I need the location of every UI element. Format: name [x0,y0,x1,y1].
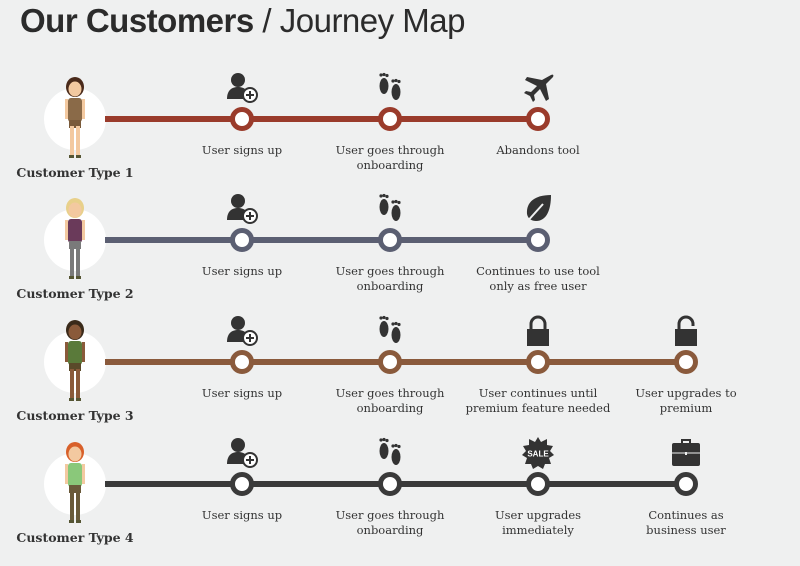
footprints-icon [373,436,407,470]
journey-step-node[interactable] [378,350,402,374]
airplane-icon [521,71,555,105]
step-label: Abandons tool [496,143,580,157]
journey-step-node[interactable] [526,472,550,496]
person-illustration-woman-brown-hair [60,76,90,160]
journey-step-node[interactable] [526,107,550,131]
footprints-icon [373,314,407,348]
add-user-icon [225,192,259,226]
journey-line [105,237,538,243]
title-bold: Our Customers [20,2,254,39]
page-title: Our Customers / Journey Map [20,2,466,40]
add-user-icon [225,71,259,105]
journey-step-node[interactable] [674,350,698,374]
journey-step-node[interactable] [230,472,254,496]
journey-step-node[interactable] [230,228,254,252]
footprints-icon [373,71,407,105]
journey-line [105,116,538,122]
step-label: User signs up [201,143,283,157]
leaf-icon [521,192,555,226]
add-user-icon [225,436,259,470]
lock-open-icon [669,314,703,348]
person-illustration-woman-curly-hair [60,319,90,403]
sale-text: SALE [527,450,549,459]
customer-type-label: Customer Type 4 [16,530,134,545]
journey-step-node[interactable] [526,350,550,374]
add-user-icon [225,314,259,348]
customer-type-label: Customer Type 1 [16,165,134,180]
briefcase-icon [669,436,703,470]
lock-closed-icon [521,314,555,348]
step-label: User signs up [201,386,283,400]
journey-step-node[interactable] [378,472,402,496]
journey-step-node[interactable] [230,350,254,374]
journey-step-node[interactable] [378,107,402,131]
person-illustration-man-red-hair [60,441,90,525]
title-sep: / [253,2,280,39]
journey-step-node[interactable] [378,228,402,252]
journey-step-node[interactable] [230,107,254,131]
footprints-icon [373,192,407,226]
journey-step-node[interactable] [674,472,698,496]
step-label: User signs up [201,264,283,278]
customer-type-label: Customer Type 2 [16,286,134,301]
person-illustration-man-blonde-vest [60,197,90,281]
customer-type-label: Customer Type 3 [16,408,134,423]
title-light: Journey Map [279,2,466,39]
sale-badge-icon: SALE [521,436,555,470]
journey-step-node[interactable] [526,228,550,252]
step-label: User signs up [201,508,283,522]
